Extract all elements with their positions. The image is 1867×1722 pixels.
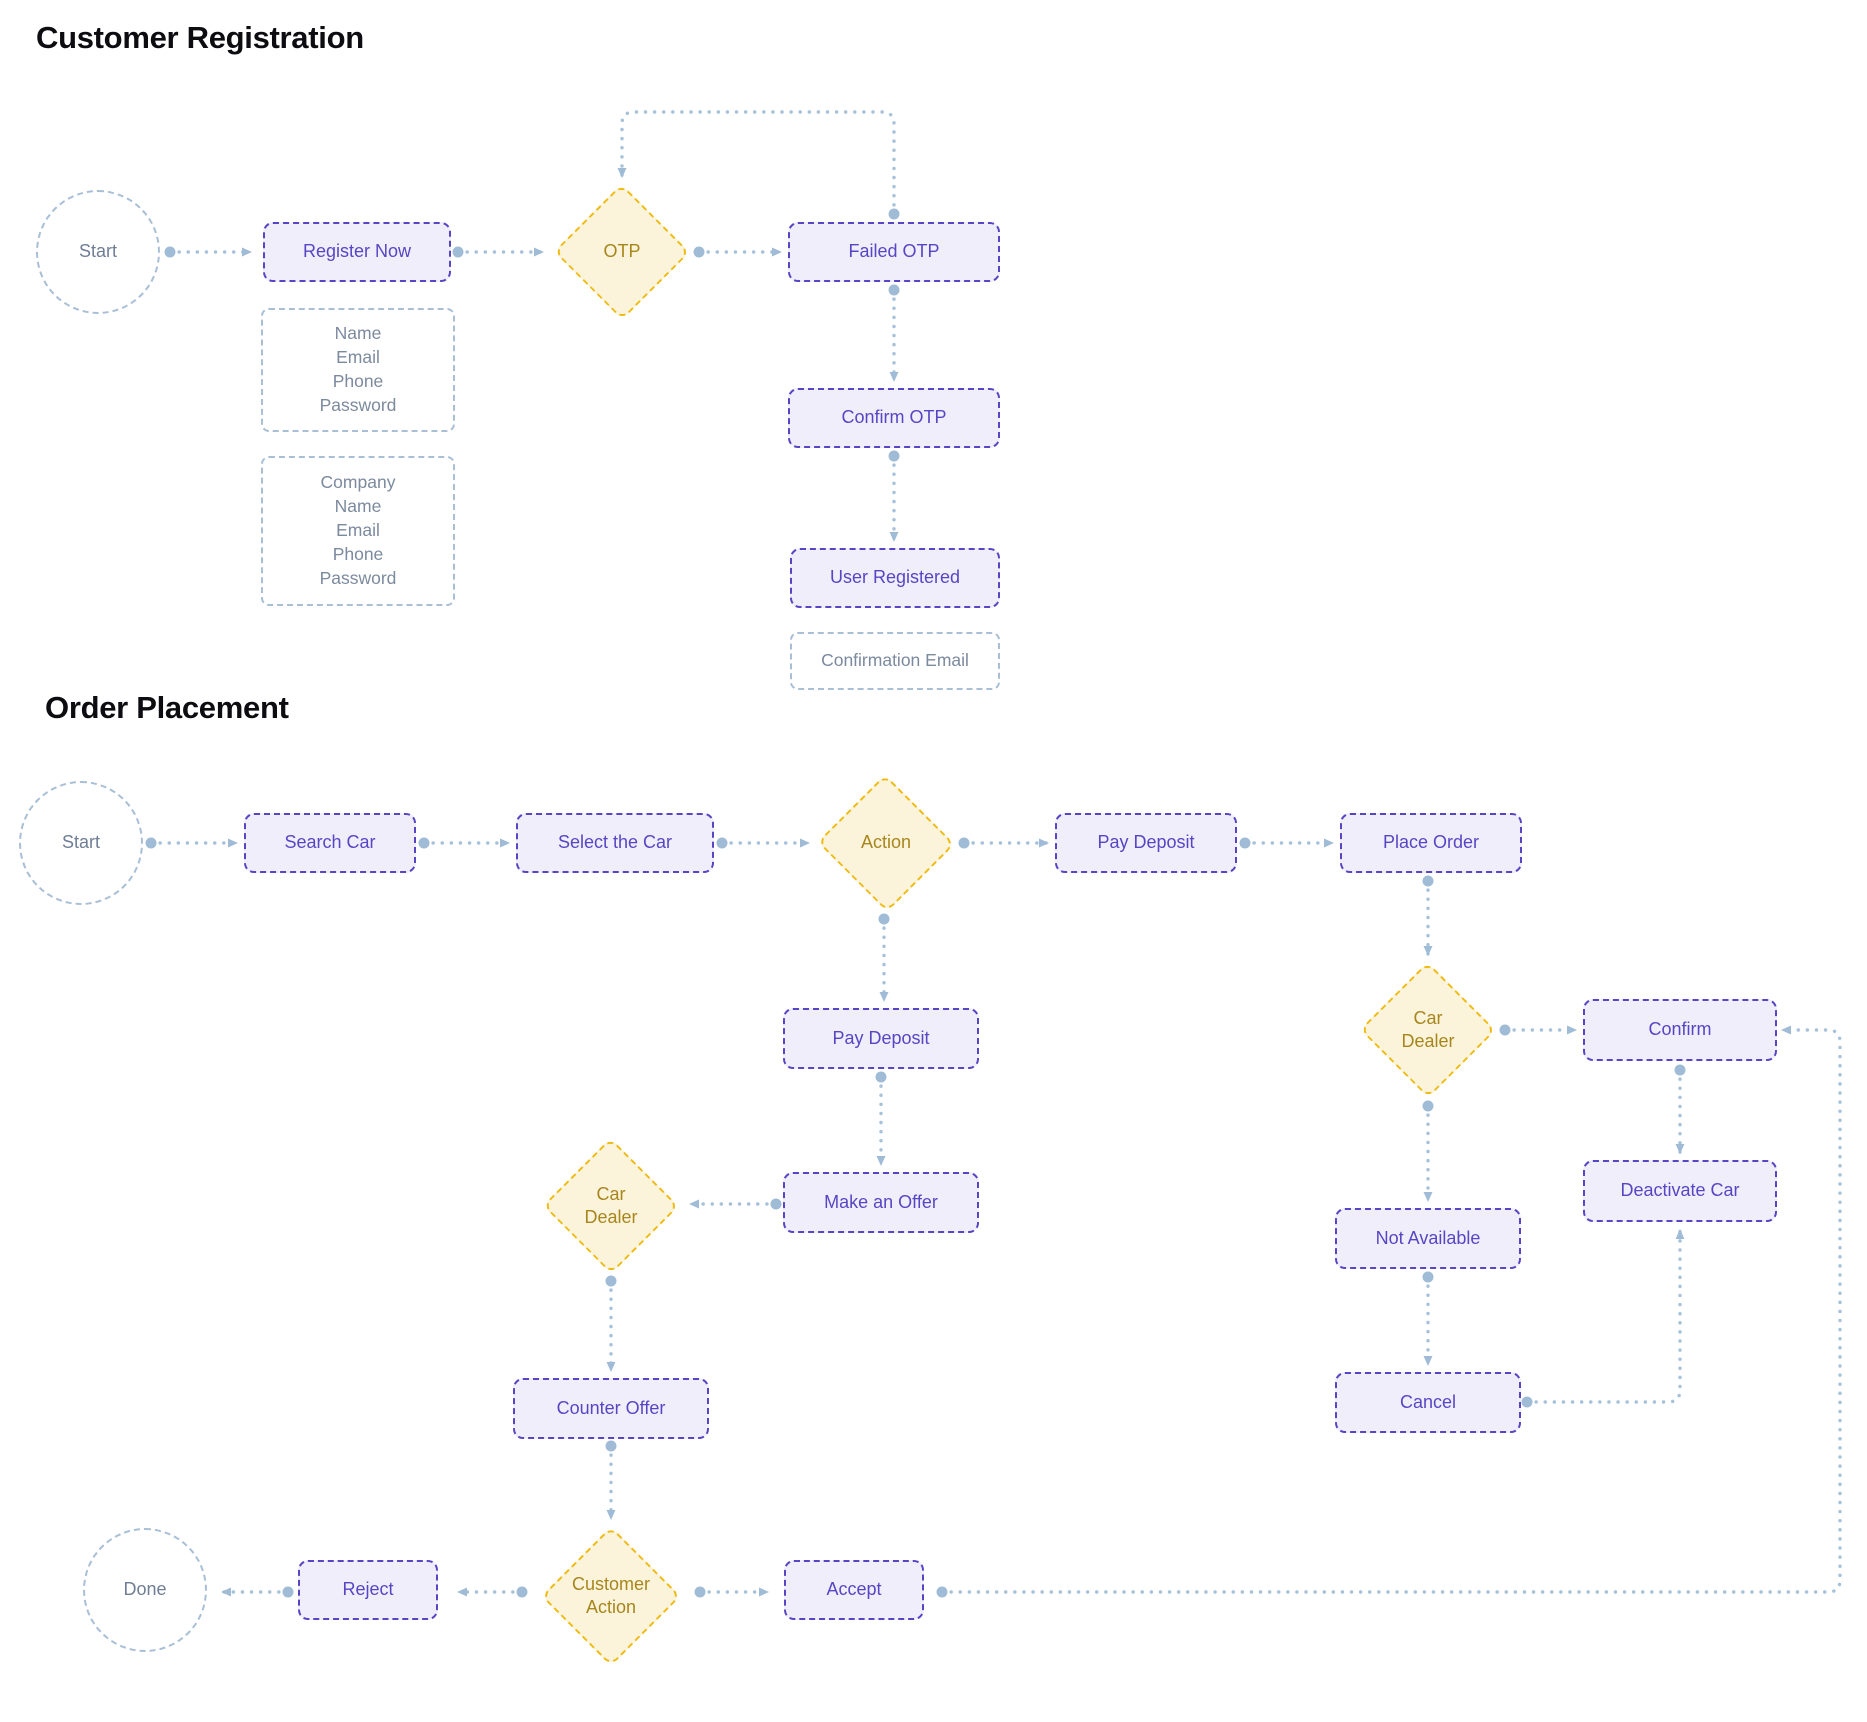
connector-start-dot <box>693 246 705 258</box>
connector-start-dot <box>770 1198 782 1210</box>
node-label: OTP <box>603 241 641 262</box>
note-company-fields[interactable]: Company Name Email Phone Password <box>261 456 455 606</box>
node-counter-offer[interactable]: Counter Offer <box>513 1378 709 1439</box>
node-label: Cancel <box>1399 1391 1457 1412</box>
node-done[interactable]: Done <box>83 1528 207 1652</box>
node-label: Register Now <box>302 241 412 262</box>
note-confirmation-email[interactable]: Confirmation Email <box>790 632 1000 690</box>
section-title-customer-registration: Customer Registration <box>36 20 364 55</box>
connector-accept-to-confirm[interactable] <box>940 1025 1842 1594</box>
node-place-order[interactable]: Place Order <box>1340 813 1522 873</box>
connector-start-dot <box>936 1586 948 1598</box>
connector-start-dot <box>164 246 176 258</box>
connector-failed-otp-to-otp[interactable] <box>617 110 896 216</box>
connector-start-dot <box>1422 1100 1434 1112</box>
node-label: Place Order <box>1382 832 1480 853</box>
node-user-registered[interactable]: User Registered <box>790 548 1000 608</box>
node-label: Start <box>61 832 100 853</box>
node-action-decision[interactable]: Action <box>816 774 956 912</box>
connector-start-dot <box>1239 837 1251 849</box>
connector-start-dot <box>878 913 890 925</box>
node-label: Pay Deposit <box>832 1027 930 1048</box>
node-search-car[interactable]: Search Car <box>244 813 416 873</box>
connector-start-dot <box>1674 1064 1686 1076</box>
node-label: Car Dealer <box>584 1183 638 1227</box>
node-label: Customer Action <box>571 1573 651 1617</box>
node-label: Done <box>123 1579 167 1600</box>
note-label: Name Email Phone Password <box>319 323 397 415</box>
node-accept[interactable]: Accept <box>784 1560 924 1620</box>
node-register-now[interactable]: Register Now <box>263 222 451 282</box>
node-label: Select the Car <box>557 832 673 853</box>
node-label: Start <box>78 241 117 262</box>
node-label: Search Car <box>284 832 376 853</box>
node-label: Accept <box>826 1579 882 1600</box>
note-label: Company Name Email Phone Password <box>319 472 397 588</box>
node-failed-otp[interactable]: Failed OTP <box>788 222 1000 282</box>
connector-start-dot <box>418 837 430 849</box>
node-reject[interactable]: Reject <box>298 1560 438 1620</box>
node-pay-deposit-mid[interactable]: Pay Deposit <box>783 1008 979 1069</box>
connector-start-dot <box>605 1275 617 1287</box>
connector-start-dot <box>716 837 728 849</box>
node-pay-deposit-top[interactable]: Pay Deposit <box>1055 813 1237 873</box>
node-confirm[interactable]: Confirm <box>1583 999 1777 1061</box>
connector-start-dot <box>452 246 464 258</box>
connector-start-dot <box>1521 1396 1533 1408</box>
connector-start-dot <box>888 284 900 296</box>
node-otp-decision[interactable]: OTP <box>553 183 691 321</box>
node-select-the-car[interactable]: Select the Car <box>516 813 714 873</box>
connector-start-dot <box>1422 1271 1434 1283</box>
node-car-dealer-right-decision[interactable]: Car Dealer <box>1359 961 1497 1099</box>
connector-start-dot <box>145 837 157 849</box>
node-label: Confirm OTP <box>841 407 947 428</box>
connector-start-dot <box>888 208 900 220</box>
node-label: Action <box>860 832 912 853</box>
node-label: Make an Offer <box>824 1191 938 1212</box>
node-car-dealer-left-decision[interactable]: Car Dealer <box>542 1137 680 1275</box>
node-label: User Registered <box>829 567 961 588</box>
node-label: Deactivate Car <box>1620 1180 1740 1201</box>
connector-start-dot <box>1422 875 1434 887</box>
node-deactivate-car[interactable]: Deactivate Car <box>1583 1160 1777 1222</box>
connector-start-dot <box>605 1440 617 1452</box>
connector-start-dot <box>888 450 900 462</box>
node-label: Failed OTP <box>848 241 940 262</box>
connector-start-dot <box>875 1071 887 1083</box>
node-registration-start[interactable]: Start <box>36 190 160 314</box>
connector-start-dot <box>694 1586 706 1598</box>
node-cancel[interactable]: Cancel <box>1335 1372 1521 1433</box>
note-personal-fields[interactable]: Name Email Phone Password <box>261 308 455 432</box>
connector-start-dot <box>282 1586 294 1598</box>
node-make-an-offer[interactable]: Make an Offer <box>783 1172 979 1233</box>
connector-start-dot <box>516 1586 528 1598</box>
node-label: Car Dealer <box>1401 1007 1455 1051</box>
node-label: Reject <box>342 1579 394 1600</box>
connector-start-dot <box>1499 1024 1511 1036</box>
connector-start-dot <box>958 837 970 849</box>
section-title-order-placement: Order Placement <box>45 690 289 725</box>
node-not-available[interactable]: Not Available <box>1335 1208 1521 1269</box>
note-label: Confirmation Email <box>821 650 969 671</box>
node-label: Not Available <box>1375 1227 1481 1248</box>
node-confirm-otp[interactable]: Confirm OTP <box>788 388 1000 448</box>
node-label: Confirm <box>1648 1019 1712 1040</box>
node-label: Pay Deposit <box>1097 832 1195 853</box>
node-order-start[interactable]: Start <box>19 781 143 905</box>
connector-cancel-to-deactivate-car[interactable] <box>1525 1229 1685 1404</box>
node-customer-action-decision[interactable]: Customer Action <box>541 1526 681 1666</box>
node-label: Counter Offer <box>556 1397 666 1418</box>
